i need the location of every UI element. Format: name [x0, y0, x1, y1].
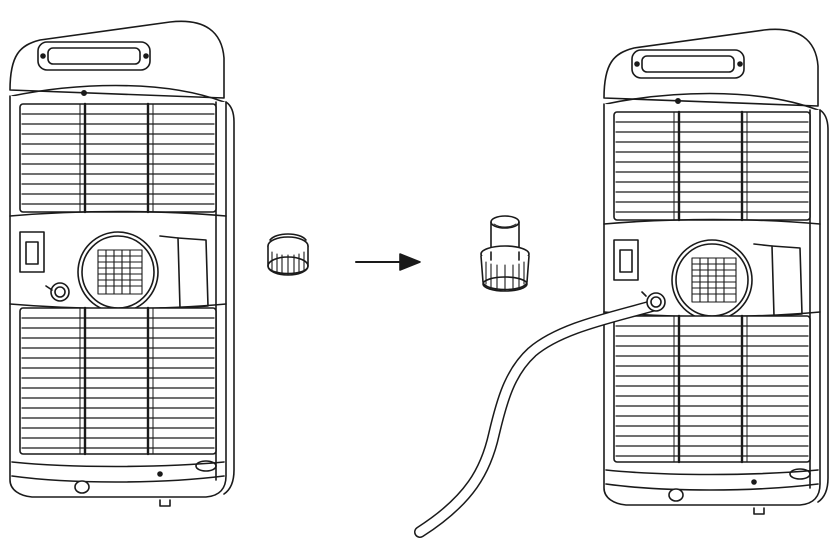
arrow-icon: [356, 254, 420, 270]
drain-cap-icon: [268, 234, 308, 275]
drain-cap-installed: [46, 283, 69, 301]
left-unit: [8, 20, 236, 508]
drain-hose-icon: [420, 292, 665, 532]
right-unit: [602, 28, 830, 516]
hose-adapter-icon: [481, 216, 529, 291]
